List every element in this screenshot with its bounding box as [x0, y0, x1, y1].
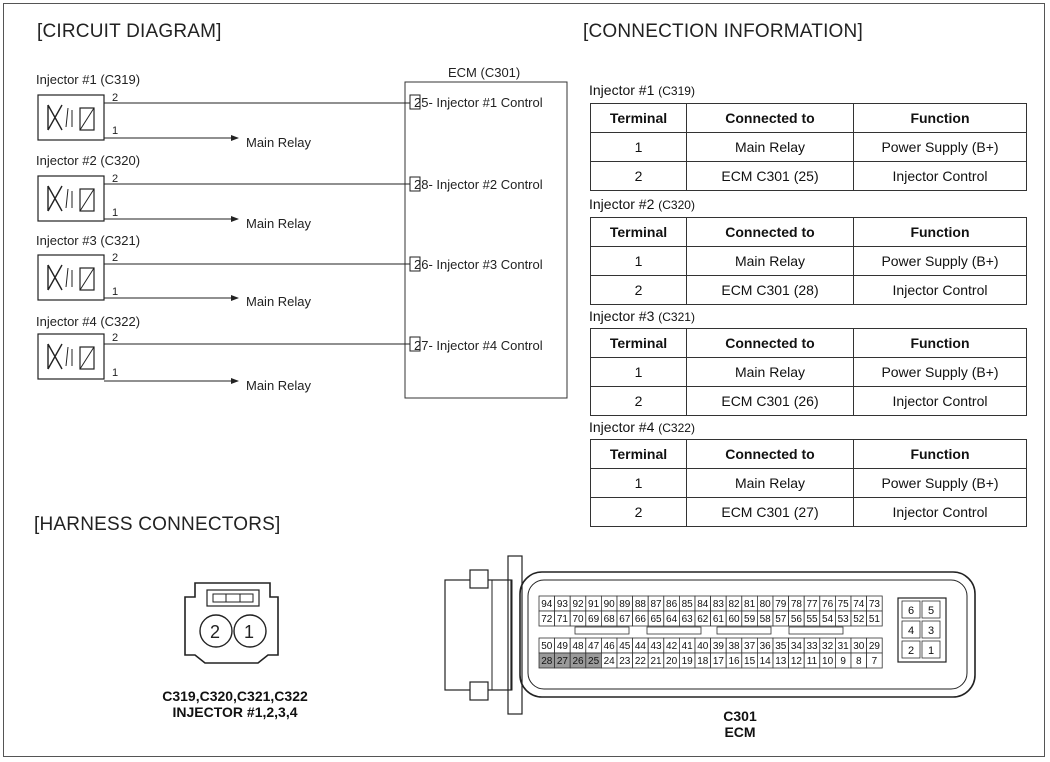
header-connected-to: Connected to	[686, 439, 854, 469]
injector-connector-caption: C319,C320,C321,C322 INJECTOR #1,2,3,4	[120, 688, 350, 720]
table-2-code: (C320)	[658, 198, 695, 212]
header-connected-to: Connected to	[686, 217, 854, 247]
table-2-label: Injector #2 (C320)	[589, 196, 695, 212]
harness-connectors-title: [HARNESS CONNECTORS]	[34, 514, 281, 535]
table-4-title: Injector #4	[589, 419, 655, 435]
ecm-connector-caption: C301 ECM	[680, 708, 800, 740]
table-2-title: Injector #2	[589, 196, 655, 212]
ecm-connector-caption-line1: C301	[723, 708, 757, 724]
table-1-code: (C319)	[658, 84, 695, 98]
page-frame	[3, 3, 1045, 757]
table-3-label: Injector #3 (C321)	[589, 308, 695, 324]
header-function: Function	[853, 328, 1027, 358]
header-terminal: Terminal	[590, 217, 687, 247]
table-1-title: Injector #1	[589, 82, 655, 98]
circuit-diagram-title: [CIRCUIT DIAGRAM]	[37, 21, 222, 42]
connection-information-title: [CONNECTION INFORMATION]	[583, 21, 863, 42]
header-function: Function	[853, 217, 1027, 247]
table-4-code: (C322)	[658, 421, 695, 435]
header-function: Function	[853, 439, 1027, 469]
table-3-code: (C321)	[658, 310, 695, 324]
injector-connector-caption-line1: C319,C320,C321,C322	[162, 688, 308, 704]
table-3-title: Injector #3	[589, 308, 655, 324]
header-terminal: Terminal	[590, 328, 687, 358]
header-terminal: Terminal	[590, 103, 687, 133]
ecm-connector-caption-line2: ECM	[724, 724, 756, 740]
header-terminal: Terminal	[590, 439, 687, 469]
header-function: Function	[853, 103, 1027, 133]
header-connected-to: Connected to	[686, 103, 854, 133]
header-connected-to: Connected to	[686, 328, 854, 358]
table-4-label: Injector #4 (C322)	[589, 419, 695, 435]
injector-connector-caption-line2: INJECTOR #1,2,3,4	[172, 704, 298, 720]
table-1-label: Injector #1 (C319)	[589, 82, 695, 98]
